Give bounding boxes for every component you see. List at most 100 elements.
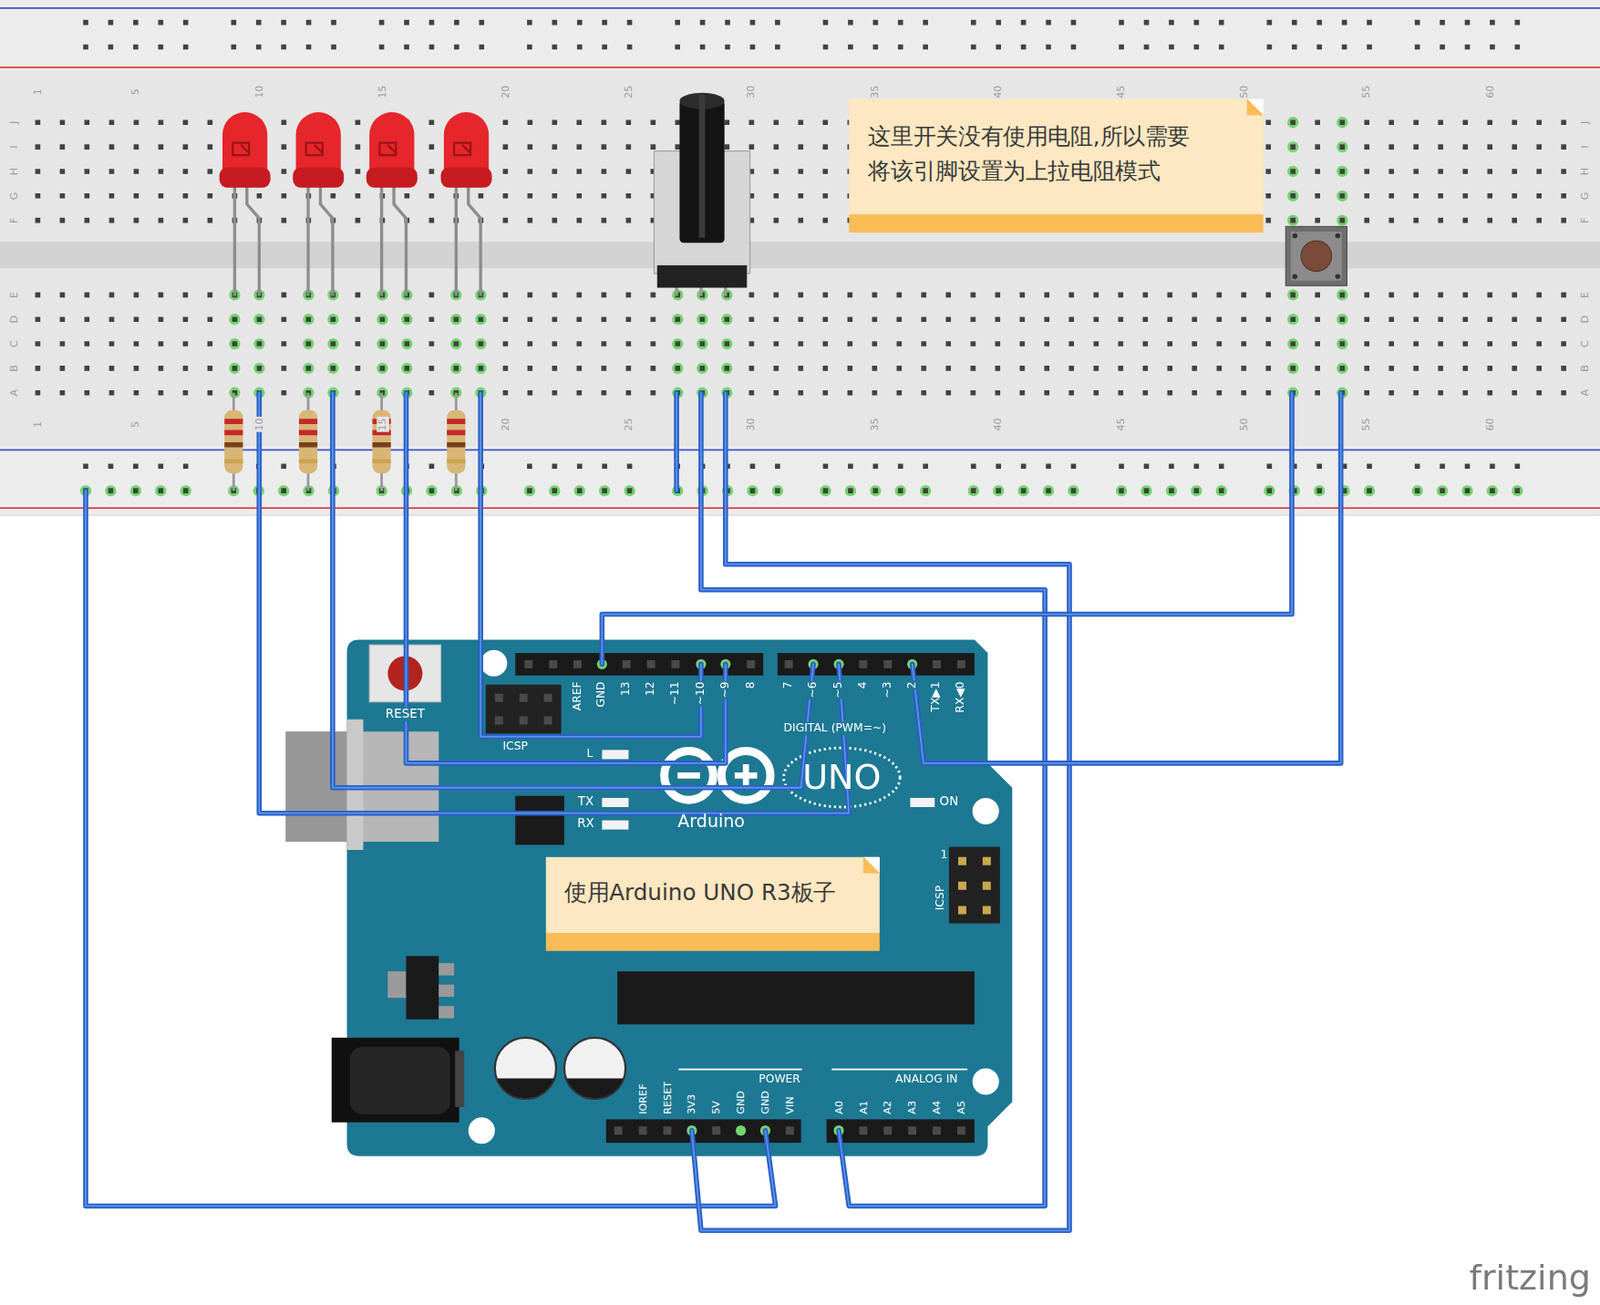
icsp-header	[485, 684, 562, 734]
column-number: 1	[31, 420, 44, 429]
note-corner	[1247, 99, 1264, 116]
regulator	[438, 962, 455, 975]
pin-label: 4	[856, 680, 870, 690]
led	[292, 112, 344, 296]
regulator	[405, 955, 439, 1019]
row-letter: J	[1579, 119, 1591, 125]
column-number: 15	[376, 416, 389, 432]
column-number: 45	[1114, 416, 1127, 432]
wire	[85, 490, 776, 1206]
sticky-note: 这里开关没有使用电阻,所以需要 将该引脚设置为上拉电阻模式	[848, 99, 1263, 234]
column-number: 60	[1484, 416, 1497, 432]
pin-label: GND	[595, 680, 609, 708]
wire	[601, 392, 1292, 665]
smd-led	[909, 797, 935, 807]
led-label: TX	[577, 794, 596, 809]
wire	[405, 392, 725, 764]
usb-connector	[347, 719, 364, 850]
icsp-pin	[958, 856, 991, 915]
power-jack	[454, 1050, 465, 1107]
wire	[691, 392, 1070, 1231]
column-number: 25	[622, 416, 635, 432]
column-number: 10	[253, 416, 266, 432]
row-letter: E	[1579, 290, 1591, 300]
mount-hole	[468, 1116, 496, 1144]
pin-label: A3	[906, 1099, 919, 1115]
edge-line	[0, 514, 1600, 516]
push-button	[1285, 226, 1347, 286]
pin-label: A5	[955, 1099, 968, 1115]
column-number: 25	[622, 83, 635, 99]
wire	[405, 392, 725, 764]
wire	[701, 392, 1045, 1207]
pin-label: ~3	[881, 680, 895, 699]
wire	[912, 392, 1342, 764]
column-number: 55	[1361, 416, 1373, 432]
row-letter: F	[1579, 216, 1591, 225]
button-dot	[1292, 233, 1299, 239]
pin-label: 5V	[710, 1099, 723, 1115]
led-label: L	[585, 747, 594, 761]
microcontroller	[617, 970, 975, 1024]
led-body	[369, 112, 414, 174]
column-number: 35	[868, 416, 881, 432]
pin-label: TX▶1	[929, 680, 943, 713]
wire	[601, 392, 1292, 665]
regulator	[387, 970, 406, 998]
arduino-board	[347, 640, 1013, 1157]
row-letter: A	[8, 388, 21, 398]
led	[219, 112, 271, 296]
power-jack	[331, 1037, 460, 1123]
smd-led	[601, 820, 629, 830]
pin-label: 12	[644, 680, 658, 697]
pin-label: A4	[930, 1099, 943, 1115]
led-body	[443, 112, 489, 174]
header-pins	[495, 659, 991, 1136]
column-number: 20	[499, 83, 512, 99]
pin-header	[826, 1118, 975, 1143]
row-letter: J	[8, 119, 21, 125]
row-letter: E	[8, 290, 21, 300]
row-letter: I	[8, 144, 21, 150]
pin-label: ~9	[719, 680, 733, 699]
header-label: ANALOG IN	[894, 1073, 960, 1086]
wire	[258, 392, 849, 814]
column-number: 45	[1114, 83, 1127, 99]
pin-header	[777, 652, 975, 676]
pin-label: 13	[619, 680, 633, 697]
column-number: 10	[253, 83, 266, 99]
pin-label: A2	[881, 1099, 894, 1115]
center-channel	[0, 241, 1600, 269]
pin-label: VIN	[784, 1094, 796, 1115]
pin-label: A1	[856, 1099, 869, 1115]
breadboard	[0, 0, 1600, 516]
led-body	[222, 112, 268, 174]
row-letter: D	[1579, 314, 1591, 325]
watermark: fritzing	[1467, 1257, 1592, 1298]
silk-line	[678, 1068, 968, 1071]
column-number: 15	[376, 83, 389, 99]
wire	[258, 392, 849, 814]
column-number: 5	[130, 420, 143, 429]
pin-label: RESET	[661, 1080, 674, 1115]
mount-hole	[972, 797, 1000, 825]
pot-base	[657, 265, 747, 289]
row-letter: B	[1579, 363, 1591, 373]
note-text: 使用Arduino UNO R3板子	[564, 878, 837, 906]
led-label: RX	[576, 816, 596, 831]
arduino-logo	[664, 747, 901, 807]
led	[366, 112, 418, 296]
logo-text: Arduino	[676, 811, 746, 832]
led-die	[306, 143, 323, 155]
smd-led	[601, 749, 629, 759]
led-leg	[381, 183, 407, 296]
pin-header	[606, 1118, 802, 1143]
rail-line	[0, 7, 1600, 10]
logo-sign	[677, 763, 757, 787]
resistor-lead	[233, 392, 456, 491]
led-rim	[366, 166, 418, 187]
wire	[691, 392, 1070, 1231]
potentiometer	[653, 92, 750, 297]
button-label: RESET	[384, 706, 426, 721]
